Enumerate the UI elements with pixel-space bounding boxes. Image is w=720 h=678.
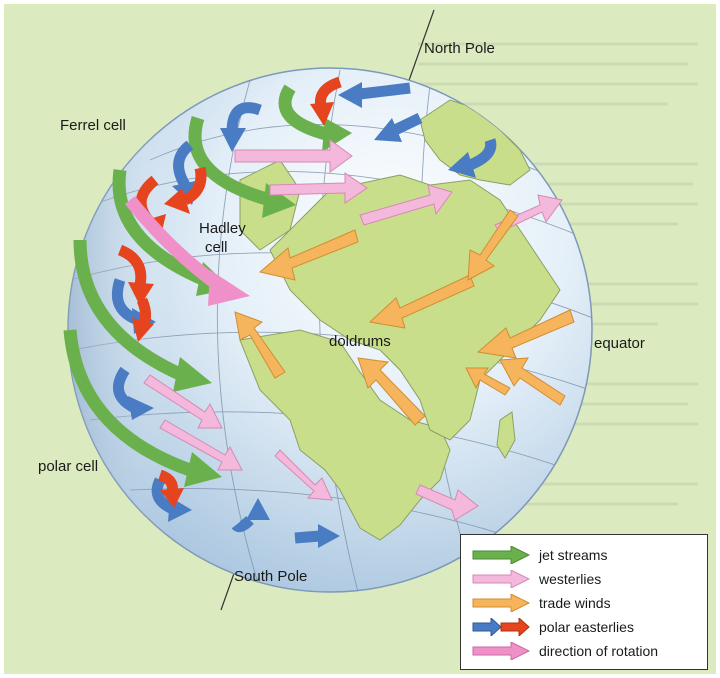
legend-label: jet streams <box>539 547 607 563</box>
rotation-arrow-icon <box>471 642 531 660</box>
south-pole-label: South Pole <box>234 568 307 585</box>
legend-label: westerlies <box>539 571 601 587</box>
ferrel-cell-label: Ferrel cell <box>60 117 126 134</box>
legend-item-westerlies: westerlies <box>471 567 699 591</box>
doldrums-label: doldrums <box>329 333 391 350</box>
north-pole-label: North Pole <box>424 40 495 57</box>
legend-label: direction of rotation <box>539 643 658 659</box>
hadley-cell-label-line2: cell <box>205 239 228 256</box>
hadley-cell-label-line1: Hadley <box>199 220 246 237</box>
legend-item-polar-easterlies: polar easterlies <box>471 615 699 639</box>
legend-item-jet-streams: jet streams <box>471 543 699 567</box>
legend: jet streams westerlies trade winds polar… <box>460 534 708 670</box>
legend-label: polar easterlies <box>539 619 634 635</box>
polar-cell-label: polar cell <box>38 458 98 475</box>
jet-stream-arrow-icon <box>471 546 531 564</box>
polar-easterlies-arrow-icon <box>471 618 531 636</box>
westerlies-arrow-icon <box>471 570 531 588</box>
legend-item-direction-of-rotation: direction of rotation <box>471 639 699 663</box>
equator-label: equator <box>594 335 645 352</box>
legend-label: trade winds <box>539 595 611 611</box>
trade-wind-arrow-icon <box>471 594 531 612</box>
legend-item-trade-winds: trade winds <box>471 591 699 615</box>
